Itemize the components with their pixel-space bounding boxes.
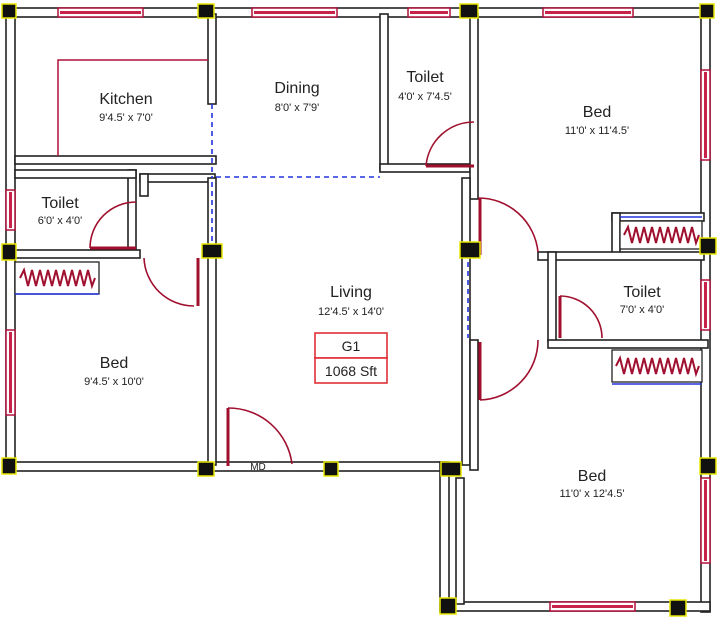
room-dining: Dining 8'0' x 7'9' bbox=[274, 80, 319, 114]
windows bbox=[5, 7, 711, 612]
room-dimensions: 11'0' x 11'4.5' bbox=[565, 125, 629, 137]
room-name: Bed bbox=[578, 468, 606, 485]
room-name: Dining bbox=[274, 80, 319, 97]
room-dimensions: 6'0' x 4'0' bbox=[38, 215, 82, 227]
door-bed-left bbox=[143, 257, 195, 307]
room-name: Toilet bbox=[623, 284, 661, 301]
room-name: Bed bbox=[100, 355, 128, 372]
room-toilet-left: Toilet 6'0' x 4'0' bbox=[38, 195, 82, 227]
unit-id: G1 bbox=[342, 338, 361, 354]
door-toilet-top bbox=[425, 121, 475, 167]
columns bbox=[1, 3, 717, 617]
room-dimensions: 11'0' x 12'4.5' bbox=[559, 488, 624, 500]
room-bed-bottom-right: Bed 11'0' x 12'4.5' bbox=[559, 468, 624, 500]
door-toilet-right bbox=[559, 295, 603, 339]
room-toilet-right: Toilet 7'0' x 4'0' bbox=[620, 284, 664, 316]
wardrobes bbox=[14, 216, 703, 385]
room-name: Kitchen bbox=[99, 91, 152, 108]
room-dimensions: 9'4.5' x 7'0' bbox=[99, 112, 153, 124]
openings bbox=[211, 104, 469, 338]
unit-badge: G1 1068 Sft bbox=[314, 332, 388, 384]
room-living: Living 12'4.5' x 14'0' bbox=[318, 284, 384, 318]
room-toilet-top: Toilet 4'0' x 7'4.5' bbox=[398, 69, 452, 103]
room-bed-top-right: Bed 11'0' x 11'4.5' bbox=[565, 104, 629, 137]
main-door bbox=[227, 407, 293, 465]
room-name: Toilet bbox=[41, 195, 79, 212]
door-bed-top-right bbox=[477, 197, 539, 253]
room-name: Living bbox=[330, 284, 372, 301]
door-toilet-left bbox=[89, 201, 137, 249]
room-dimensions: 4'0' x 7'4.5' bbox=[398, 91, 452, 103]
main-door-label: MD bbox=[250, 462, 266, 473]
room-name: Bed bbox=[583, 104, 611, 121]
room-dimensions: 7'0' x 4'0' bbox=[620, 304, 664, 316]
room-kitchen: Kitchen 9'4.5' x 7'0' bbox=[99, 91, 153, 124]
unit-area: 1068 Sft bbox=[325, 363, 377, 379]
kitchen-counter bbox=[57, 59, 208, 156]
room-bed-left: Bed 9'4.5' x 10'0' bbox=[84, 355, 144, 388]
room-dimensions: 9'4.5' x 10'0' bbox=[84, 376, 144, 388]
door-bed-bottom-right bbox=[479, 339, 539, 401]
room-name: Toilet bbox=[406, 69, 444, 86]
room-dimensions: 8'0' x 7'9' bbox=[275, 102, 319, 114]
room-dimensions: 12'4.5' x 14'0' bbox=[318, 306, 384, 318]
